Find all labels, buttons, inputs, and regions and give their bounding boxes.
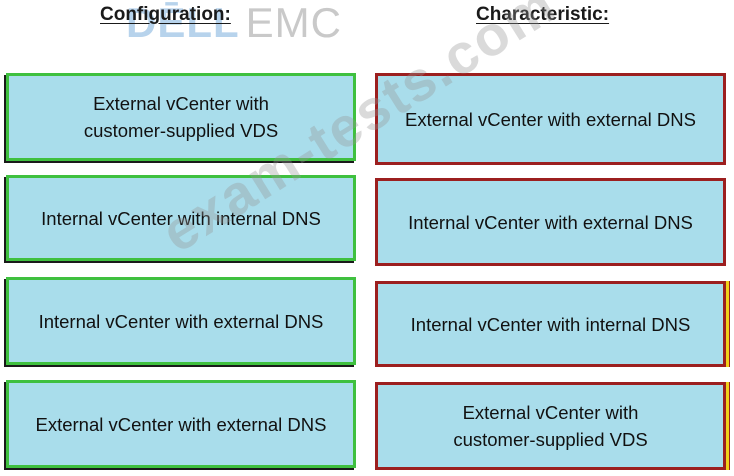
characteristic-item-4[interactable]: External vCenter with customer-supplied …	[375, 382, 726, 470]
logo-dell-text: DĒLL	[126, 0, 240, 46]
logo-emc-text: EMC	[245, 0, 342, 46]
characteristic-heading: Characteristic:	[476, 4, 610, 25]
configuration-item-label: Internal vCenter with external DNS	[38, 310, 324, 332]
configuration-item-4[interactable]: External vCenter with external DNS	[6, 380, 356, 468]
configuration-heading: Configuration:	[100, 4, 231, 25]
characteristic-item-1[interactable]: External vCenter with external DNS	[375, 73, 726, 165]
dell-emc-logo: DĒLL EMC	[126, 0, 342, 46]
configuration-item-label: External vCenter with customer-supplied …	[83, 93, 279, 141]
characteristic-item-3[interactable]: Internal vCenter with internal DNS	[375, 281, 726, 367]
characteristic-item-label: Internal vCenter with internal DNS	[410, 313, 691, 335]
configuration-item-3[interactable]: Internal vCenter with external DNS	[6, 277, 356, 365]
characteristic-item-label: Internal vCenter with external DNS	[408, 211, 693, 233]
configuration-item-label: External vCenter with external DNS	[35, 413, 327, 435]
characteristic-item-2[interactable]: Internal vCenter with external DNS	[375, 178, 726, 266]
configuration-item-1[interactable]: External vCenter with customer-supplied …	[6, 73, 356, 161]
configuration-item-label: Internal vCenter with internal DNS	[41, 207, 321, 229]
configuration-item-2[interactable]: Internal vCenter with internal DNS	[6, 175, 356, 261]
characteristic-item-label: External vCenter with external DNS	[405, 108, 696, 130]
characteristic-item-label: External vCenter with customer-supplied …	[453, 402, 648, 450]
